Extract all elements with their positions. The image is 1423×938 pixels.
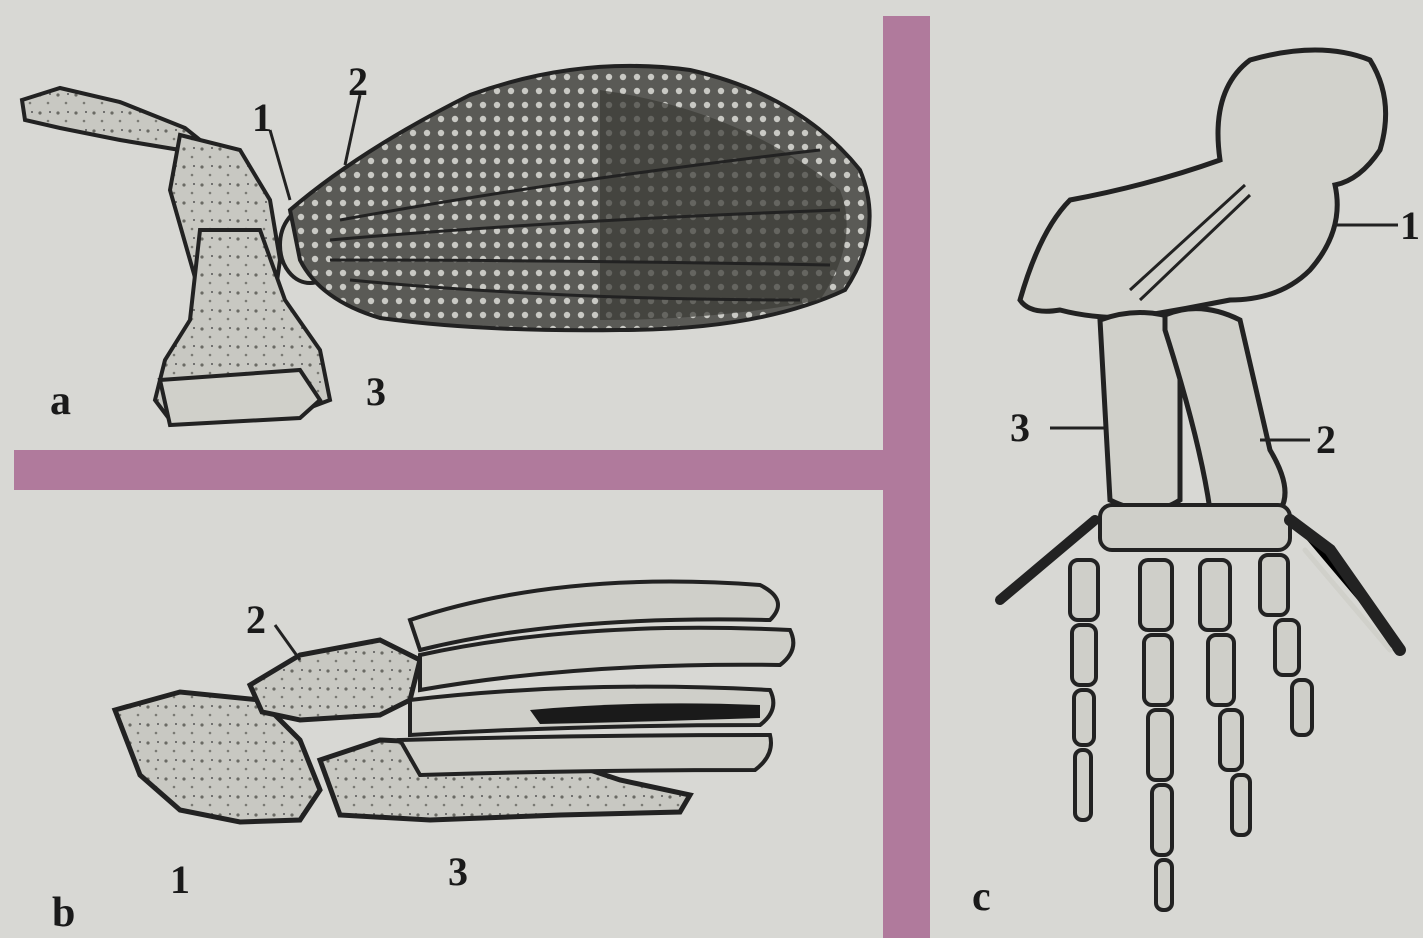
panel-b-label-3: 3 (448, 852, 468, 892)
panel-a-fin-skeleton (22, 66, 870, 425)
horizontal-divider (14, 450, 890, 490)
panel-a-letter: a (50, 380, 71, 422)
panel-b-label-1: 1 (170, 860, 190, 900)
panel-b-label-2: 2 (246, 600, 266, 640)
panel-a-label-2: 2 (348, 62, 368, 102)
panel-b-letter: b (52, 892, 75, 934)
vertical-divider (883, 16, 930, 938)
panel-c-label-3: 3 (1010, 408, 1030, 448)
panel-a-label-1: 1 (252, 98, 272, 138)
panel-c-label-1: 1 (1400, 206, 1420, 246)
panel-c-label-2: 2 (1316, 420, 1336, 460)
panel-c-letter: c (972, 876, 991, 918)
panel-a-label-3: 3 (366, 372, 386, 412)
panel-c-forelimb-skeleton (1000, 50, 1400, 910)
panel-b-foot-skeleton (115, 582, 793, 822)
